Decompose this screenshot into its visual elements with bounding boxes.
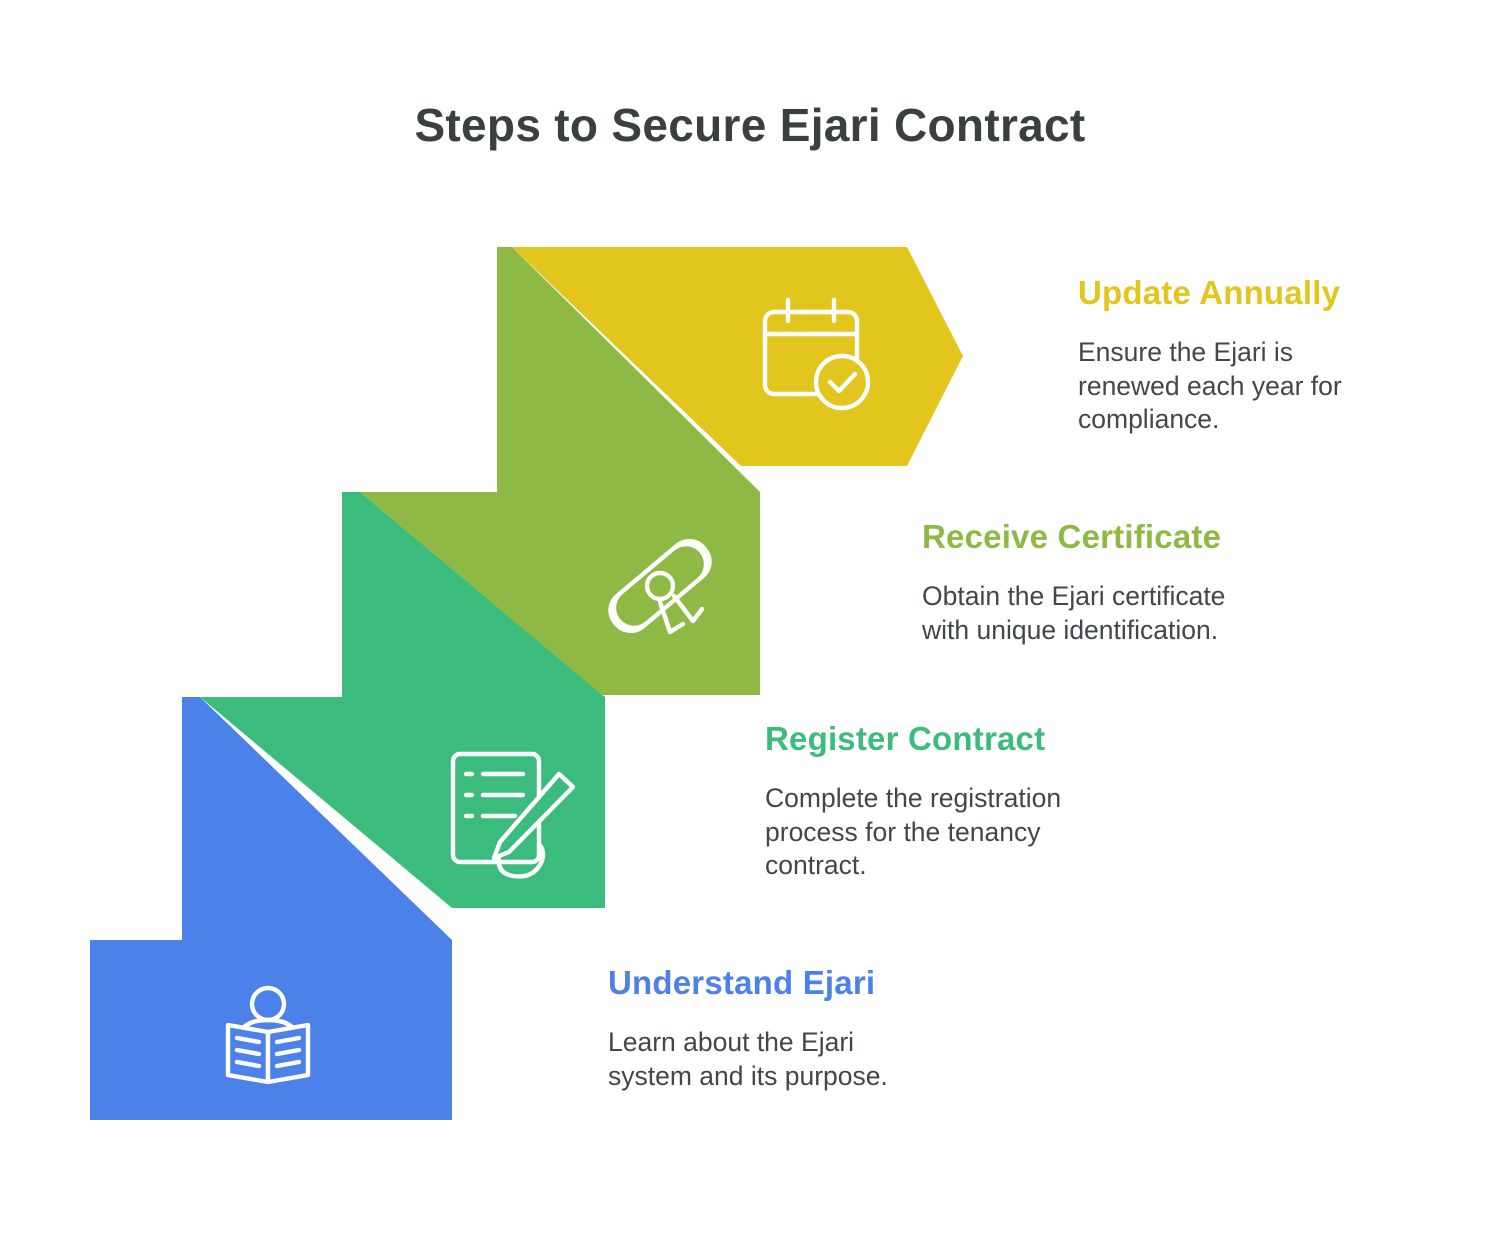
calendar-check-icon bbox=[762, 297, 871, 411]
newspaper-text-lines bbox=[234, 1035, 302, 1069]
fold-ribbon-update bbox=[497, 247, 760, 492]
step-description-update-annually: Ensure the Ejari is renewed each year fo… bbox=[1078, 337, 1342, 435]
step-description-receive-certificate: Obtain the Ejari certificate with unique… bbox=[922, 581, 1226, 645]
step-heading-register-contract: Register Contract bbox=[765, 720, 1046, 757]
fold-ribbon-register bbox=[182, 697, 452, 940]
step-heading-update-annually: Update Annually bbox=[1078, 274, 1341, 311]
step-heading-understand-ejari: Understand Ejari bbox=[608, 964, 876, 1001]
banner-receive-certificate bbox=[360, 492, 760, 695]
step-description-understand-ejari: Learn about the Ejari system and its pur… bbox=[608, 1027, 888, 1091]
step-block-receive-certificate: Receive Certificate Obtain the Ejari cer… bbox=[922, 518, 1225, 647]
step-block-understand-ejari: Understand Ejari Learn about the Ejari s… bbox=[608, 964, 888, 1093]
banner-update-annually bbox=[512, 247, 963, 466]
step-description-register-contract: Complete the registration process for th… bbox=[765, 783, 1062, 881]
step-heading-receive-certificate: Receive Certificate bbox=[922, 518, 1222, 555]
document-list-lines bbox=[463, 771, 526, 819]
page-title: Steps to Secure Ejari Contract bbox=[414, 99, 1086, 151]
document-pen-icon bbox=[450, 751, 576, 879]
step-block-update-annually: Update Annually Ensure the Ejari is rene… bbox=[1078, 274, 1342, 437]
step-block-register-contract: Register Contract Complete the registrat… bbox=[765, 720, 1061, 883]
fold-ribbon-receive bbox=[342, 492, 605, 697]
person-reading-icon bbox=[225, 985, 311, 1085]
certificate-scroll-icon bbox=[608, 538, 712, 635]
